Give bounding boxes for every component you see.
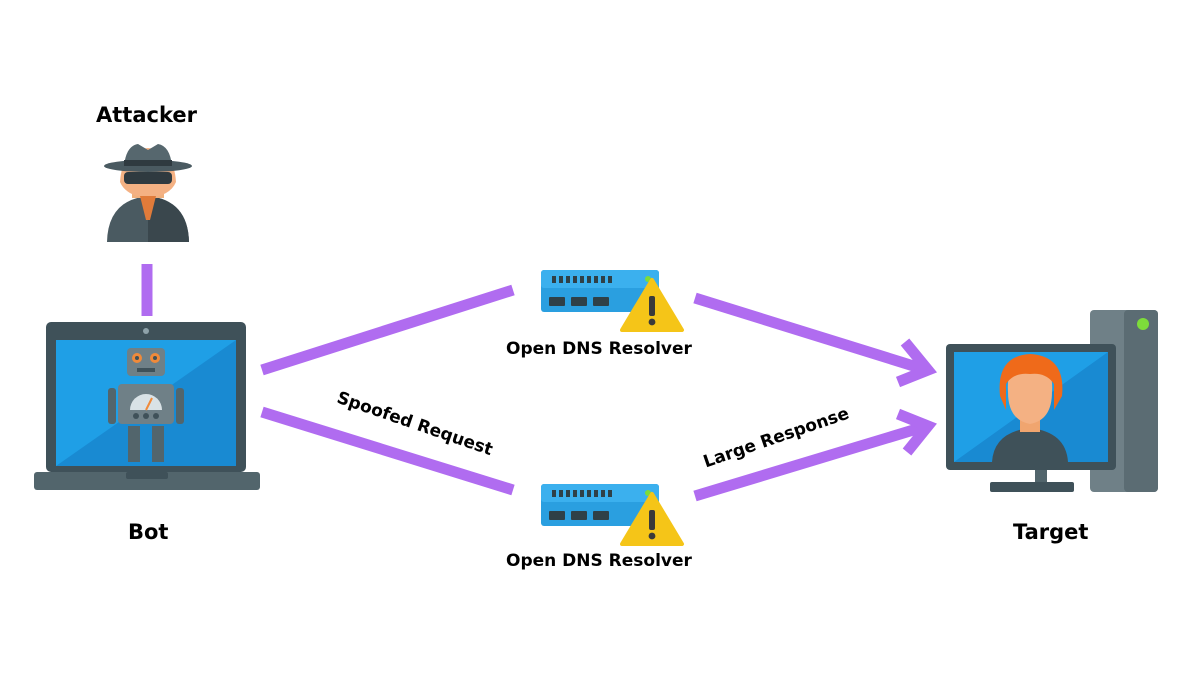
bottom-resolver-to-target-arrow: [693, 422, 922, 502]
robot-laptop-icon: [34, 322, 260, 490]
hacker-icon: [104, 144, 192, 242]
bottom-arrowhead: [895, 408, 937, 456]
server-warning-icon-top: [541, 270, 684, 332]
target-label: Target: [1013, 520, 1089, 544]
connectors: [141, 264, 938, 502]
server-warning-icon-bottom: [541, 484, 684, 546]
top-arrowhead: [895, 338, 938, 388]
victim-computer-icon: [946, 310, 1158, 492]
bot-to-top-resolver-line: [260, 284, 515, 376]
resolver-bottom-label: Open DNS Resolver: [506, 551, 692, 571]
resolver-top-label: Open DNS Resolver: [506, 339, 692, 359]
bot-to-bottom-resolver-line: [260, 406, 515, 496]
bot-label: Bot: [128, 520, 169, 544]
top-resolver-to-target-arrow: [693, 292, 922, 374]
attacker-label: Attacker: [96, 103, 197, 127]
